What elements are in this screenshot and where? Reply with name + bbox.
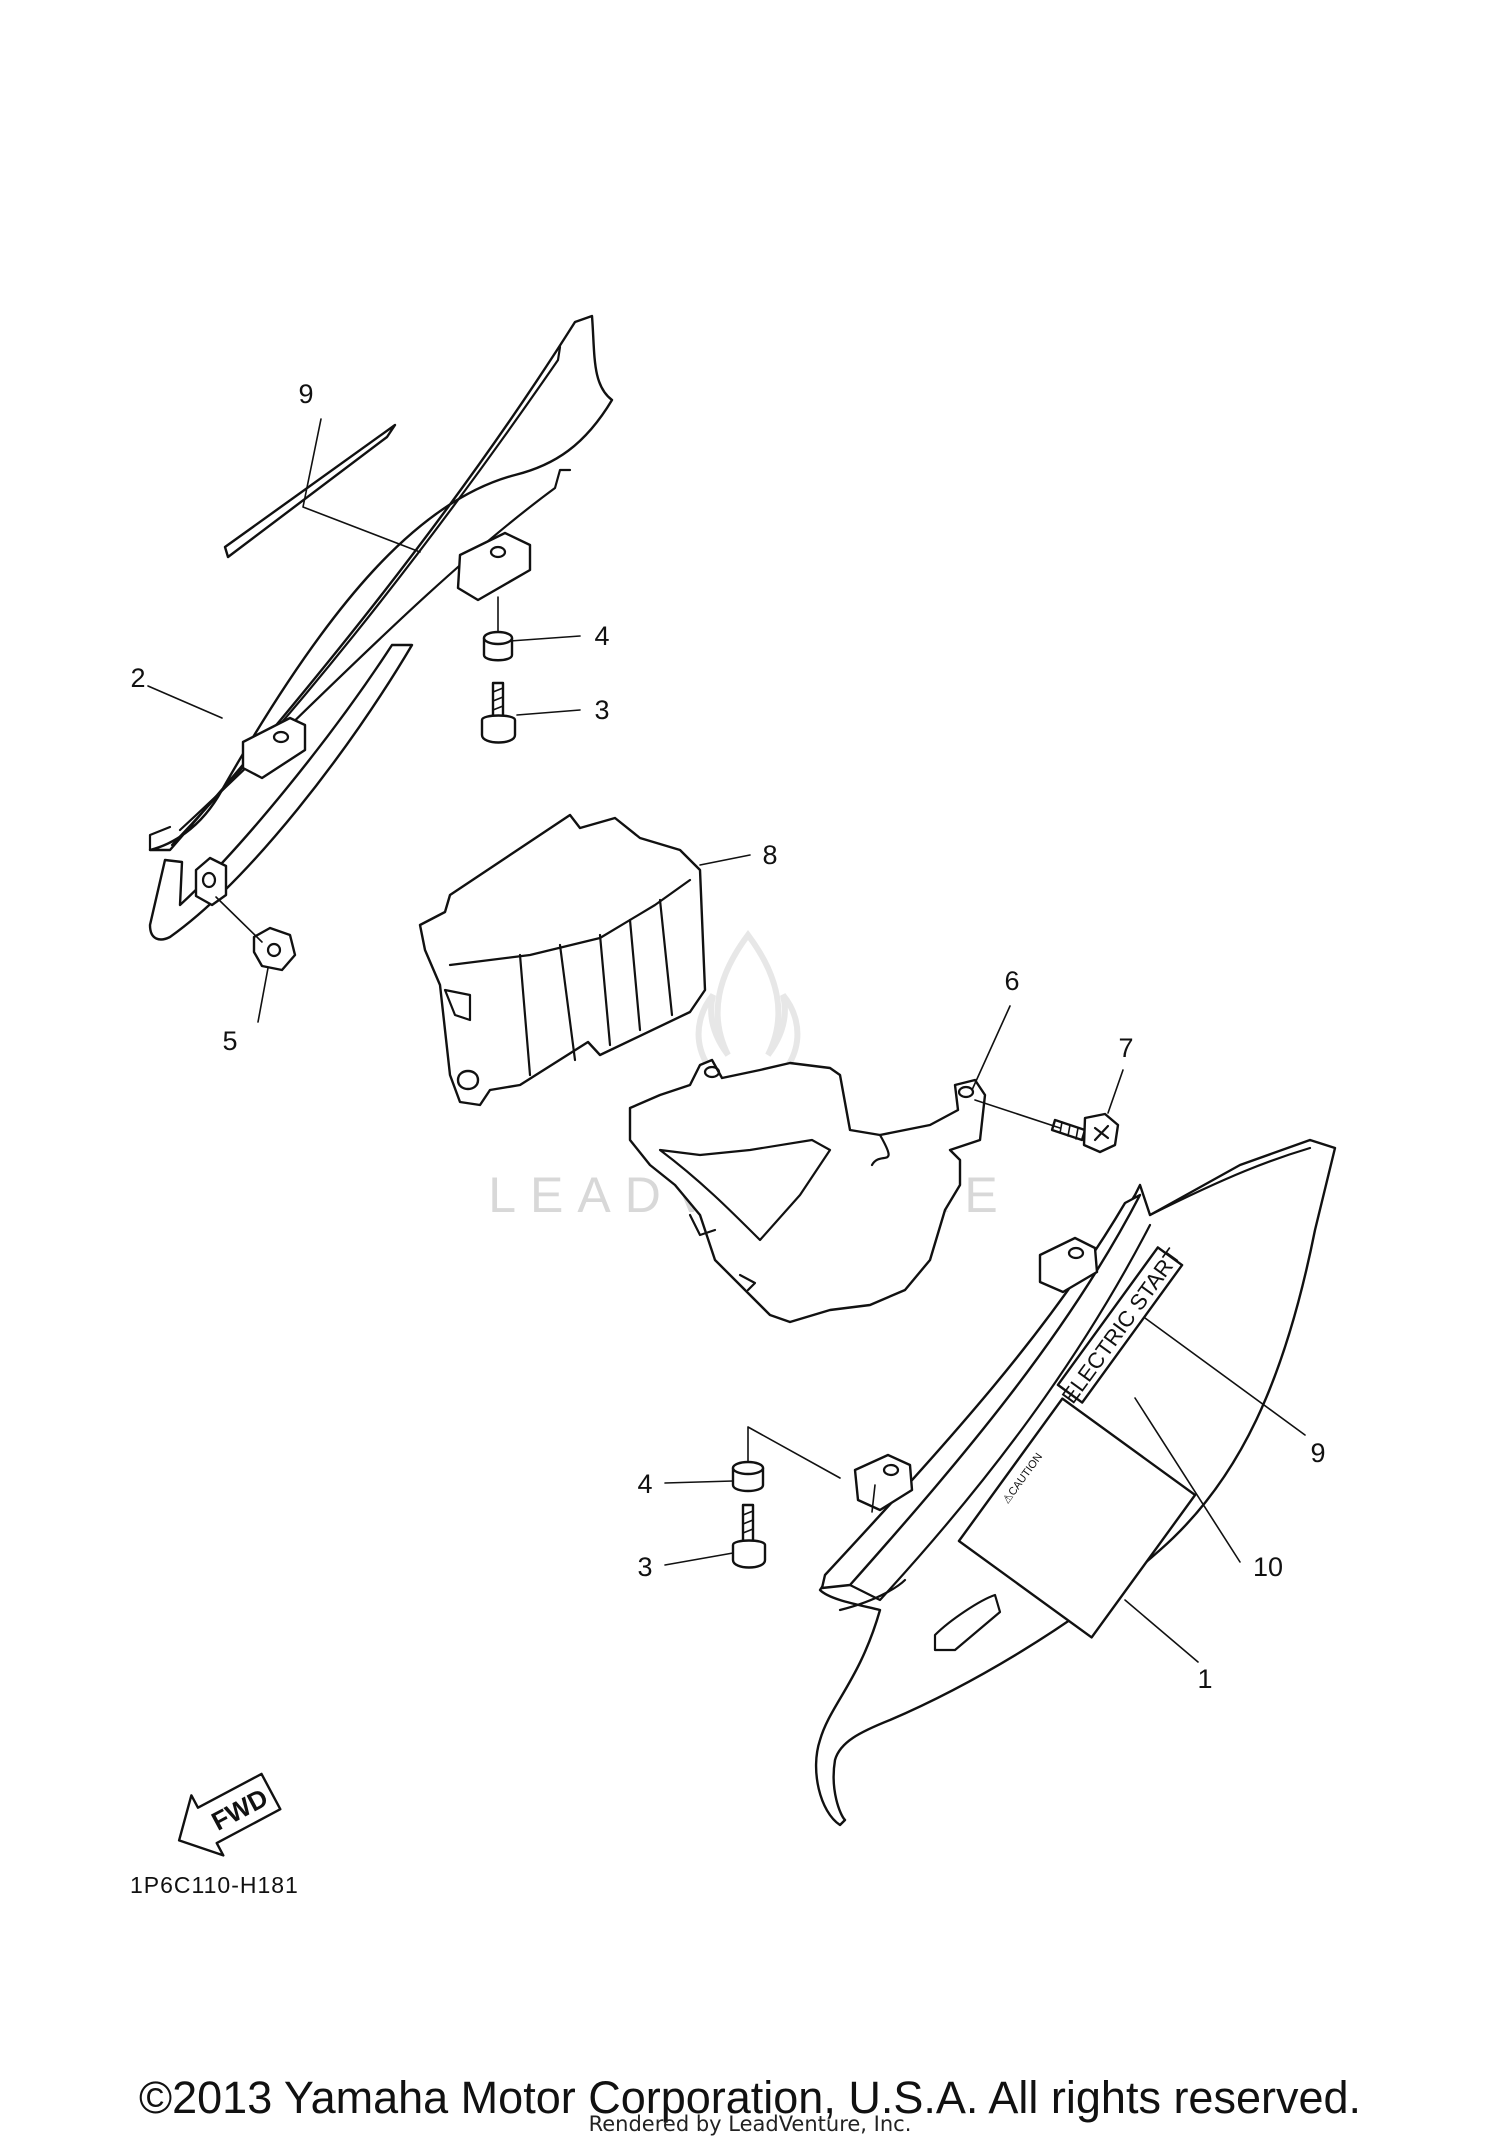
part-7-screw bbox=[1050, 1112, 1120, 1154]
rendered-by-notice: Rendered by LeadVenture, Inc. bbox=[588, 2112, 912, 2136]
callout-2: 2 bbox=[130, 663, 145, 693]
part-3-lower-bolt bbox=[731, 1503, 767, 1569]
callout-1: 1 bbox=[1197, 1664, 1212, 1694]
fwd-arrow-icon: FWD bbox=[177, 1772, 282, 1857]
callout-7: 7 bbox=[1118, 1033, 1133, 1063]
copyright-notice: ©2013 Yamaha Motor Corporation, U.S.A. A… bbox=[138, 2072, 1362, 2123]
callout-4-lower: 4 bbox=[637, 1469, 652, 1499]
part-6-inner-cover bbox=[628, 1058, 987, 1324]
callout-8: 8 bbox=[762, 840, 777, 870]
part-2-side-cover bbox=[148, 314, 614, 941]
part-4-lower-collar bbox=[731, 1460, 765, 1493]
callout-10: 10 bbox=[1253, 1552, 1283, 1582]
part-3-upper-bolt bbox=[480, 681, 517, 744]
callout-5: 5 bbox=[222, 1026, 237, 1056]
callout-4-upper: 4 bbox=[594, 621, 609, 651]
part-5-grommets bbox=[194, 856, 297, 972]
leader-lines bbox=[147, 418, 1306, 1663]
reference-code: 1P6C110-H181 bbox=[130, 1872, 299, 1898]
callout-3-upper: 3 bbox=[594, 695, 609, 725]
callouts: 9 4 2 3 8 5 6 7 9 4 10 3 1 bbox=[130, 379, 1325, 1694]
callout-9-upper: 9 bbox=[298, 379, 313, 409]
callout-3-lower: 3 bbox=[637, 1552, 652, 1582]
part-4-upper-collar bbox=[482, 630, 514, 662]
callout-6: 6 bbox=[1004, 966, 1019, 996]
callout-9-lower: 9 bbox=[1310, 1438, 1325, 1468]
part-9-upper-decal bbox=[223, 423, 397, 559]
part-8-battery-box bbox=[418, 813, 707, 1107]
